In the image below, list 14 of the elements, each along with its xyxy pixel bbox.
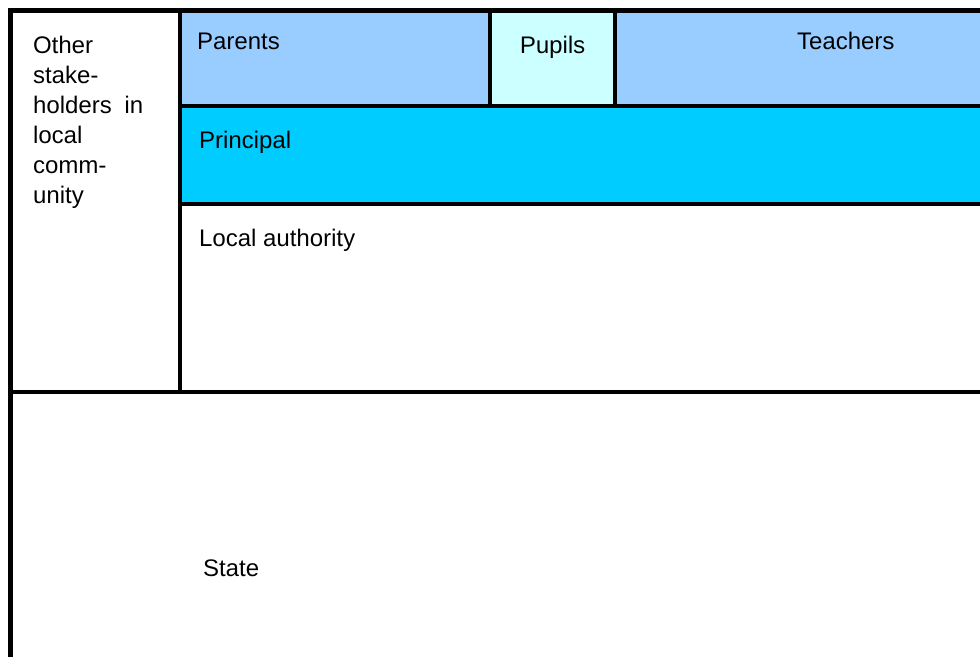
box-label: Pupils	[518, 31, 586, 61]
stakeholder-box	[180, 8, 490, 106]
stakeholder-box	[615, 8, 980, 106]
stakeholder-box	[180, 106, 980, 204]
box-label: Principal	[199, 126, 292, 156]
stakeholder-box	[490, 8, 615, 106]
box-label: Parents	[197, 27, 280, 57]
box-label: Local authority	[199, 224, 356, 254]
stakeholder-box	[180, 204, 980, 392]
box-label: Other stake- holders in local comm- unity	[33, 31, 144, 211]
stakeholder-box	[8, 392, 980, 657]
stakeholder-box	[8, 8, 180, 392]
box-label: Teachers	[797, 27, 894, 57]
box-label: State	[203, 554, 260, 584]
